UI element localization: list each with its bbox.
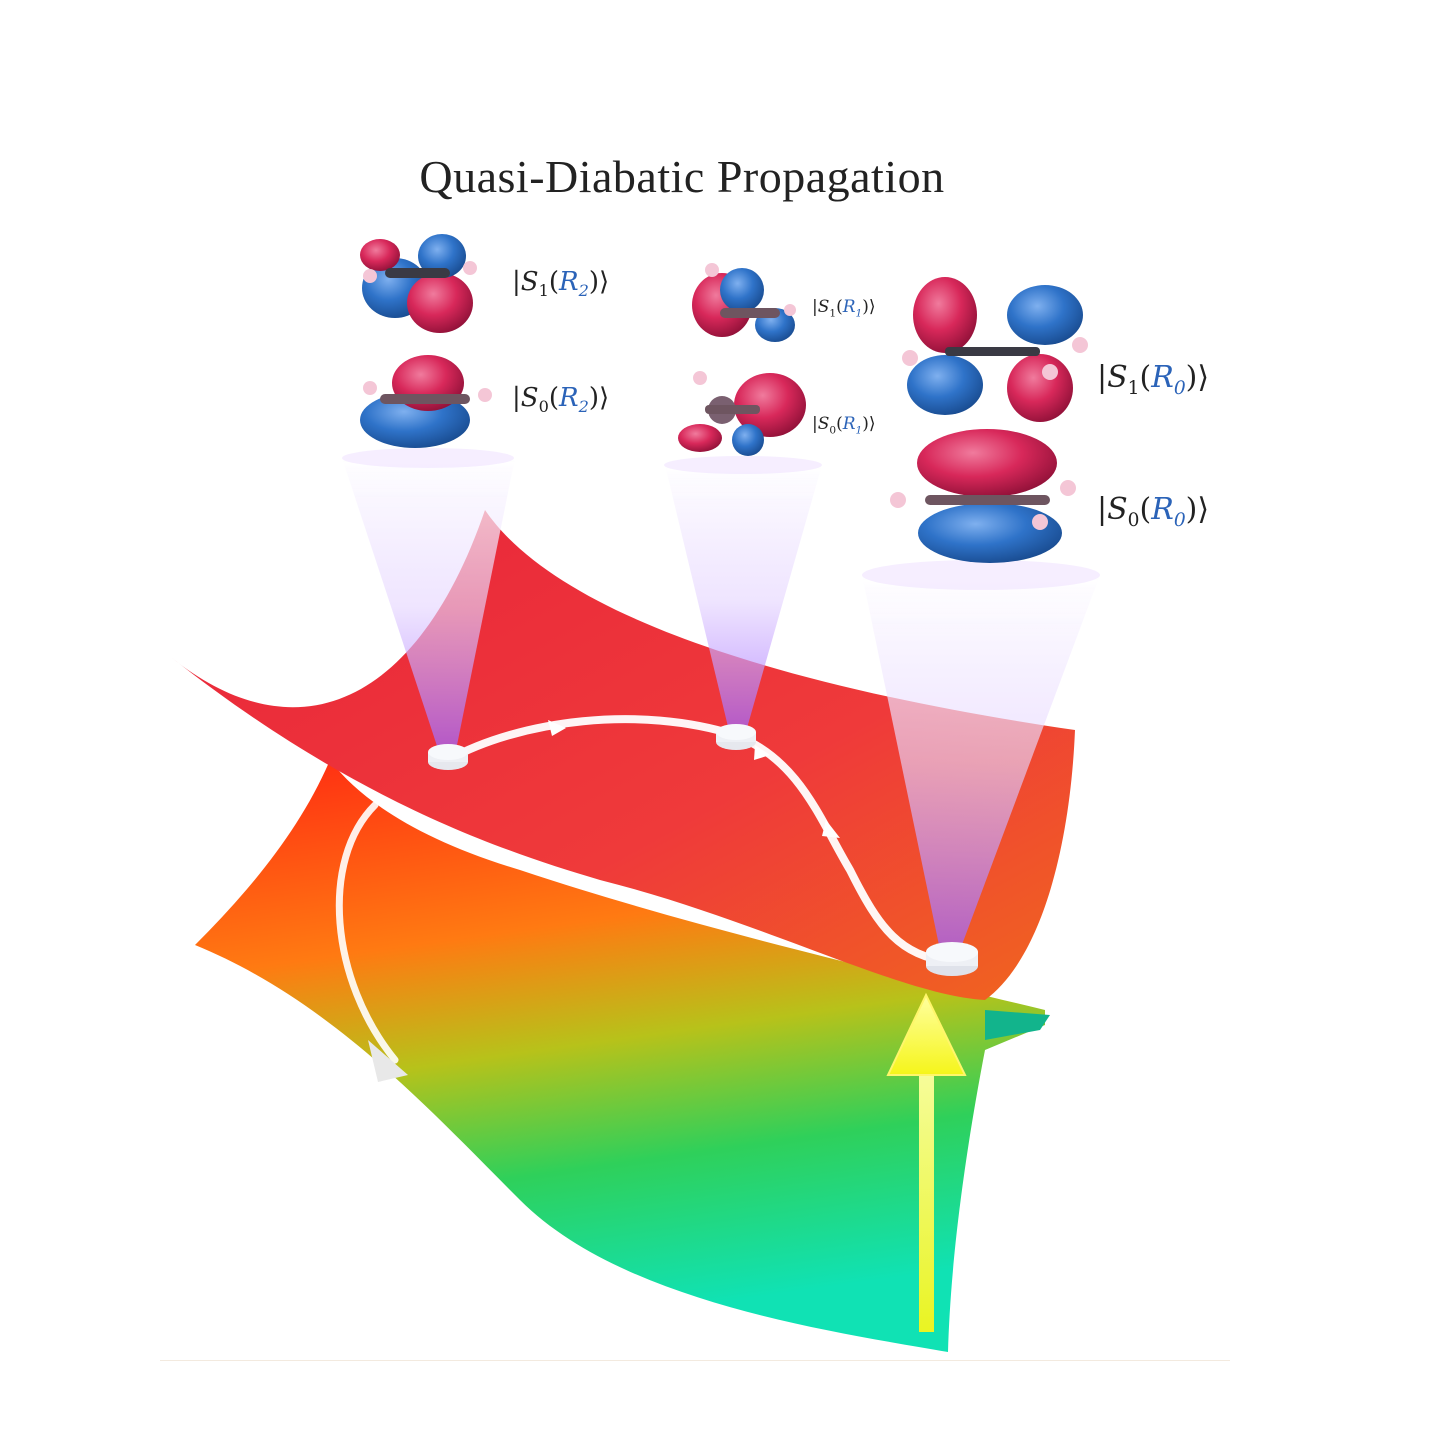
state-label-S1-R2: |S1(R2)⟩ <box>512 267 610 301</box>
geometry-marker <box>428 744 468 770</box>
state-label-S1-R0: |S1(R0)⟩ <box>1097 360 1210 399</box>
state-label-S0-R1: |S0(R1)⟩ <box>812 414 876 437</box>
orbital-icon-S1-R2 <box>360 234 477 333</box>
hop-arrow <box>368 1040 408 1082</box>
figure-title: Quasi-Diabatic Propagation <box>419 151 945 202</box>
orbital-icon-S0-R2 <box>360 355 492 448</box>
geometry-marker <box>926 942 978 976</box>
excitation-arrow <box>886 992 967 1332</box>
lower-surface-edge <box>985 1010 1050 1040</box>
trajectory-arrow <box>548 720 566 736</box>
trajectory-arrow <box>754 745 770 760</box>
orbital-icon-S0-R0 <box>890 429 1076 563</box>
trajectory-arrow <box>822 820 840 838</box>
cone-R2 <box>342 448 515 755</box>
upper-surface <box>172 510 1075 1000</box>
state-label-S1-R1: |S1(R1)⟩ <box>812 297 876 320</box>
baseline-divider <box>160 1360 1230 1361</box>
cone-R0 <box>862 560 1100 950</box>
cone-R1 <box>664 456 822 735</box>
lower-surface <box>195 760 1045 1352</box>
orbital-icon-S0-R1 <box>678 371 806 456</box>
orbital-icon-S1-R0 <box>902 277 1088 422</box>
geometry-marker <box>716 724 756 750</box>
orbital-icon-S1-R1 <box>692 263 796 342</box>
state-label-S0-R0: |S0(R0)⟩ <box>1097 492 1210 531</box>
state-label-S0-R2: |S0(R2)⟩ <box>512 383 610 417</box>
hop-path <box>335 801 399 1064</box>
